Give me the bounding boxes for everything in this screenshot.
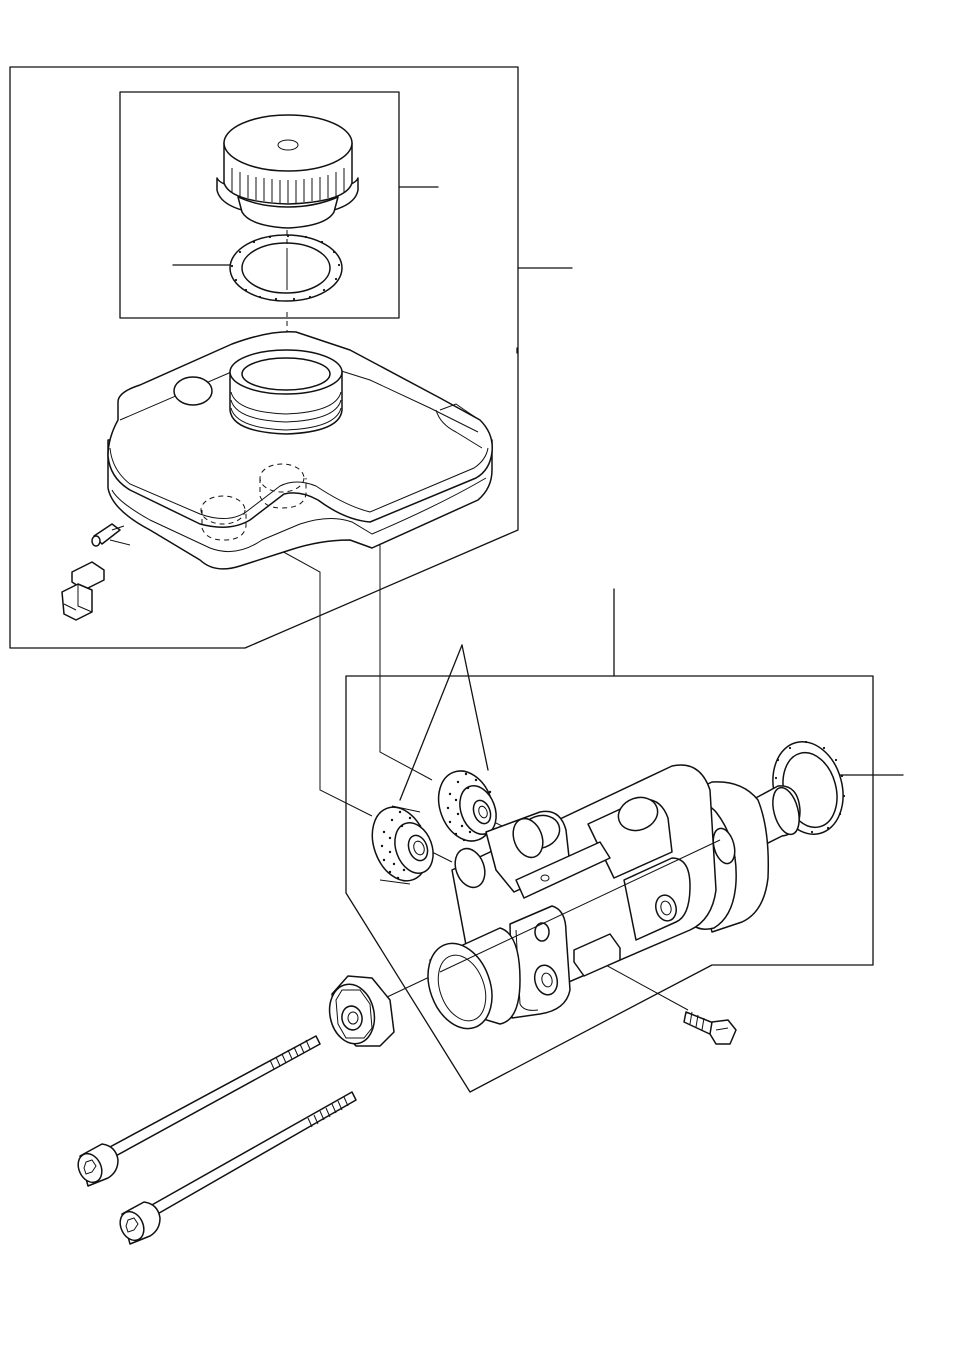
bolt-thread-upper [269, 1039, 311, 1070]
reservoir-grommet-rear [437, 770, 497, 842]
cap-seal [229, 230, 343, 345]
reservoir-cap [216, 114, 359, 229]
reservoir-grommet-front [371, 805, 434, 885]
cap-grip-ribs [231, 168, 345, 203]
reservoir-assembly-frame [9, 66, 519, 649]
master-cylinder-frame [345, 675, 874, 1093]
fluid-reservoir [107, 331, 493, 570]
union-nut [328, 975, 395, 1047]
bolt-thread-lower [307, 1096, 349, 1128]
level-sensor-connector [61, 523, 131, 621]
stop-screw [683, 1011, 737, 1045]
master-cylinder [427, 764, 801, 1030]
mounting-bolt-lower [119, 1091, 357, 1245]
mounting-bolt-upper [77, 1035, 321, 1187]
cap-assembly-frame [119, 91, 400, 319]
